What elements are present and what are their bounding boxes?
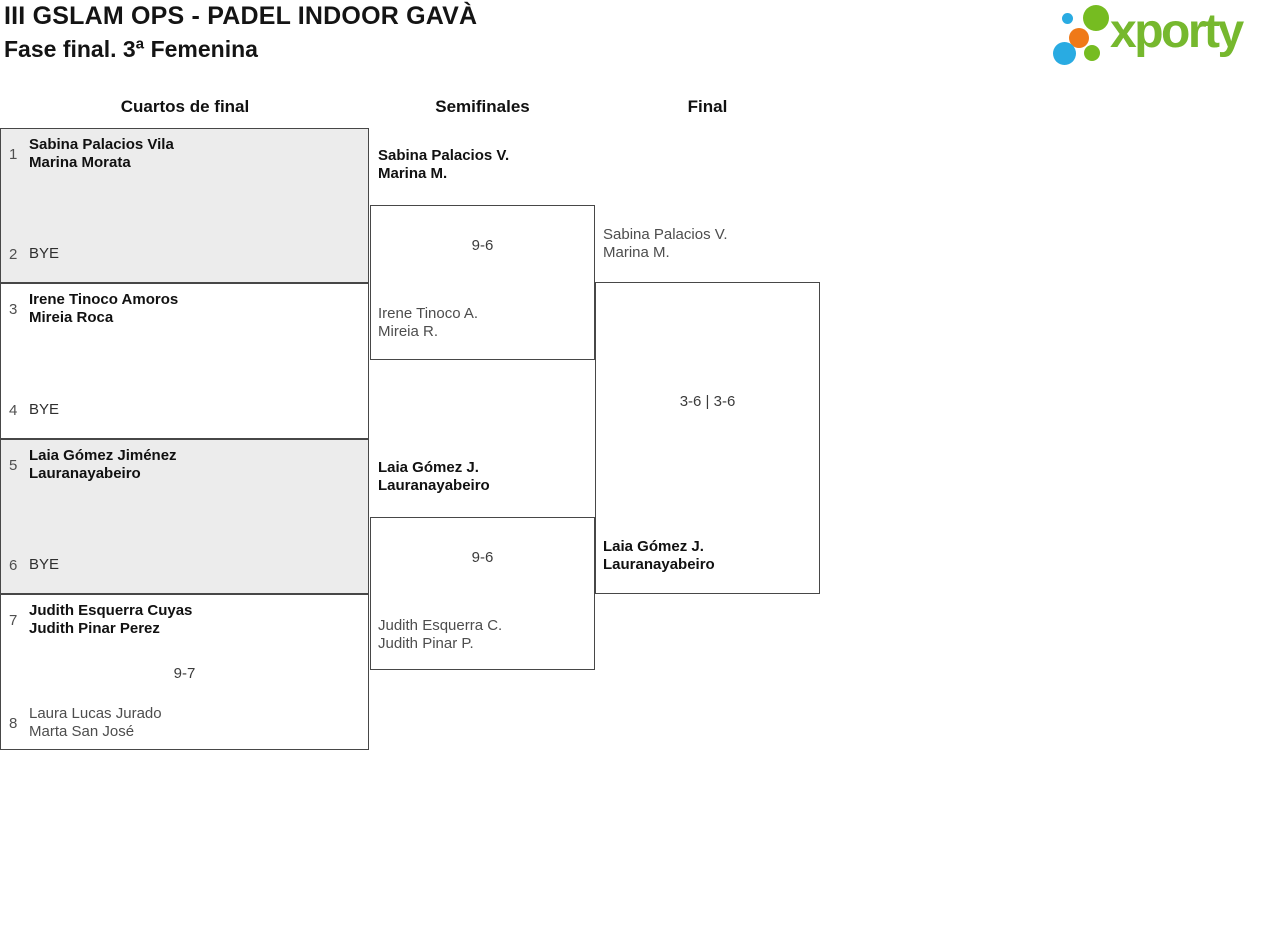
seed-number: 7 — [9, 611, 18, 629]
team-name: Judith Esquerra Cuyas — [29, 602, 193, 619]
seed-number: 4 — [9, 401, 18, 419]
qf3-team1: 5 Laia Gómez Jiménez Lauranayabeiro — [9, 447, 177, 483]
seed-number: 1 — [9, 145, 18, 163]
seed-number: 3 — [9, 300, 18, 318]
team-name: Marina Morata — [29, 154, 131, 171]
sf1-match-score: 9-6 — [471, 237, 494, 254]
team-name: Lauranayabeiro — [29, 465, 141, 482]
final-match: 3-6 | 3-6 Laia Gómez J. Lauranayabeiro — [595, 282, 820, 594]
page-title: III GSLAM OPS - PADEL INDOOR GAVÀ — [4, 2, 478, 30]
logo-dot-blue-small-icon — [1062, 13, 1073, 24]
qf2-team1: 3 Irene Tinoco Amoros Mireia Roca — [9, 291, 178, 327]
team-name: Irene Tinoco A. — [378, 305, 479, 322]
qf-match-4: 7 Judith Esquerra Cuyas Judith Pinar Per… — [0, 594, 369, 750]
qf-match-1: 1 Sabina Palacios Vila Marina Morata 2 B… — [0, 128, 369, 283]
team-name: Marina M. — [378, 165, 448, 182]
round-header-final: Final — [687, 97, 728, 116]
qf4-team2: 8 Laura Lucas Jurado Marta San José — [9, 705, 162, 741]
round-header-quarterfinals: Cuartos de final — [120, 97, 250, 116]
sf1-team2: Irene Tinoco A. Mireia R. — [378, 305, 478, 341]
team-name: Sabina Palacios V. — [378, 147, 510, 164]
team-name: Judith Esquerra C. — [378, 617, 503, 634]
qf2-team2: 4 BYE — [9, 401, 59, 419]
team-name: Laia Gómez Jiménez — [29, 447, 177, 464]
team-name: Laia Gómez J. — [603, 538, 704, 555]
team-name: Sabina Palacios Vila — [29, 136, 174, 153]
sf-match-1: 9-6 Irene Tinoco A. Mireia R. — [370, 205, 595, 360]
final-team2-winner: Laia Gómez J. Lauranayabeiro — [603, 538, 715, 574]
team-name: Laia Gómez J. — [378, 459, 479, 476]
seed-number: 8 — [9, 714, 18, 732]
team-name: Judith Pinar Perez — [29, 620, 160, 637]
logo-dot-blue-large-icon — [1053, 42, 1076, 65]
logo-dot-green-large-icon — [1083, 5, 1109, 31]
xporty-wordmark: xporty — [1110, 5, 1244, 58]
team-name: Lauranayabeiro — [603, 556, 715, 573]
team-name: Mireia R. — [378, 323, 439, 340]
team-name: Marina M. — [603, 244, 670, 261]
team-name: Marta San José — [29, 723, 135, 740]
sf2-match-score: 9-6 — [471, 549, 494, 566]
qf1-team2: 2 BYE — [9, 245, 59, 263]
sf2-team2: Judith Esquerra C. Judith Pinar P. — [378, 617, 502, 653]
final-match-score: 3-6 | 3-6 — [679, 393, 736, 410]
page-subtitle: Fase final. 3ª Femenina — [4, 36, 258, 62]
team-name: Sabina Palacios V. — [603, 226, 728, 243]
team-name: Lauranayabeiro — [378, 477, 490, 494]
qf4-match-score: 9-7 — [173, 665, 196, 682]
qf1-team1: 1 Sabina Palacios Vila Marina Morata — [9, 136, 174, 172]
team-name: BYE — [29, 245, 60, 262]
sf1-team1-advanced: Sabina Palacios V. Marina M. — [378, 147, 509, 183]
qf-match-3: 5 Laia Gómez Jiménez Lauranayabeiro 6 BY… — [0, 439, 369, 594]
xporty-logo[interactable]: xporty — [1050, 0, 1280, 75]
logo-dot-orange-icon — [1069, 28, 1089, 48]
team-name: Irene Tinoco Amoros — [29, 291, 179, 308]
team-name: BYE — [29, 556, 60, 573]
seed-number: 6 — [9, 556, 18, 574]
qf-match-2: 3 Irene Tinoco Amoros Mireia Roca 4 BYE — [0, 283, 369, 439]
team-name: Laura Lucas Jurado — [29, 705, 162, 722]
team-name: BYE — [29, 401, 60, 418]
sf-match-2: 9-6 Judith Esquerra C. Judith Pinar P. — [370, 517, 595, 670]
final-team1: Sabina Palacios V. Marina M. — [603, 226, 728, 262]
seed-number: 5 — [9, 456, 18, 474]
qf4-team1: 7 Judith Esquerra Cuyas Judith Pinar Per… — [9, 602, 192, 638]
round-header-semifinals: Semifinales — [435, 97, 530, 116]
sf2-team1-advanced: Laia Gómez J. Lauranayabeiro — [378, 459, 490, 495]
qf3-team2: 6 BYE — [9, 556, 59, 574]
logo-dot-green-small-icon — [1084, 45, 1100, 61]
team-name: Judith Pinar P. — [378, 635, 474, 652]
seed-number: 2 — [9, 245, 18, 263]
team-name: Mireia Roca — [29, 309, 114, 326]
